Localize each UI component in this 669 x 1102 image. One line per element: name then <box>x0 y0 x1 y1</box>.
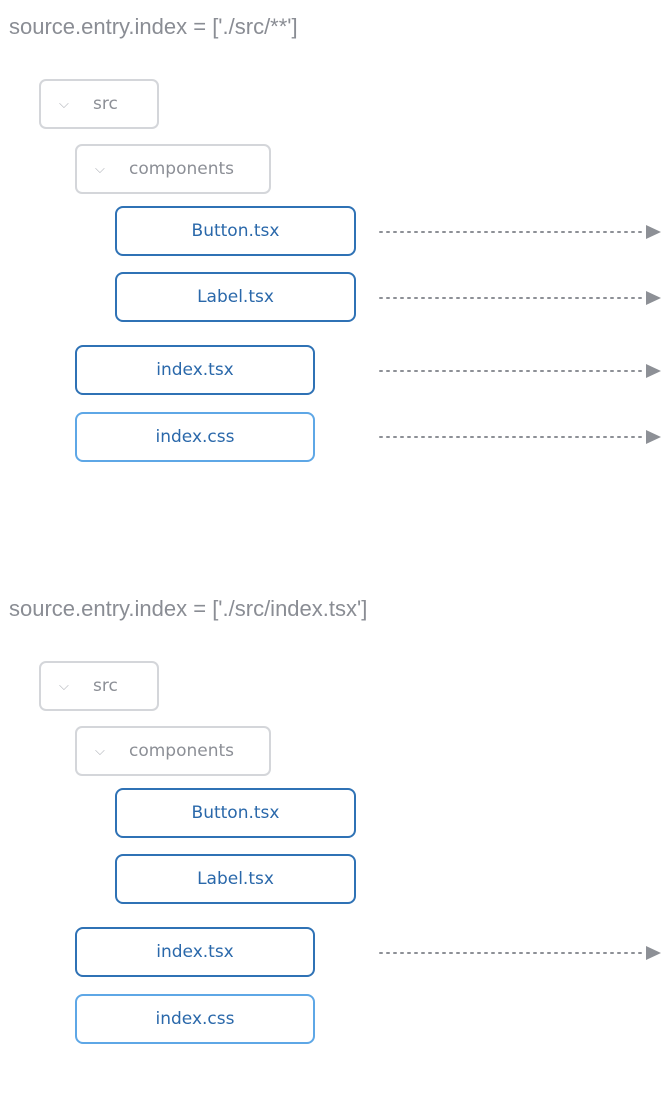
folder-components[interactable]: ⌵ components <box>75 144 271 194</box>
diagram-section-2: source.entry.index = ['./src/index.tsx']… <box>0 582 669 1102</box>
file-label-tsx[interactable]: Label.tsx <box>115 854 356 904</box>
folder-src[interactable]: ⌵ src <box>39 79 159 129</box>
arrow-head-icon <box>646 946 661 960</box>
folder-label: components <box>129 741 235 761</box>
file-index-css[interactable]: index.css <box>75 412 315 462</box>
file-label-tsx[interactable]: Label.tsx <box>115 272 356 322</box>
file-label: index.css <box>155 427 235 447</box>
entry-arrow <box>379 946 661 960</box>
folder-label: components <box>129 159 235 179</box>
chevron-down-icon: ⌵ <box>95 161 105 177</box>
arrow-head-icon <box>646 225 661 239</box>
file-label: Label.tsx <box>197 869 274 889</box>
entry-arrow <box>379 291 661 305</box>
folder-label: src <box>93 676 118 696</box>
chevron-down-icon: ⌵ <box>59 96 69 112</box>
entry-arrow <box>379 364 661 378</box>
file-button-tsx[interactable]: Button.tsx <box>115 206 356 256</box>
file-label: Button.tsx <box>191 803 280 823</box>
folder-src[interactable]: ⌵ src <box>39 661 159 711</box>
arrow-head-icon <box>646 364 661 378</box>
file-label: index.tsx <box>156 360 234 380</box>
entry-arrow <box>379 225 661 239</box>
arrow-head-icon <box>646 430 661 444</box>
chevron-down-icon: ⌵ <box>59 678 69 694</box>
file-index-tsx[interactable]: index.tsx <box>75 927 315 977</box>
file-label: Button.tsx <box>191 221 280 241</box>
file-button-tsx[interactable]: Button.tsx <box>115 788 356 838</box>
diagram-title: source.entry.index = ['./src/**'] <box>9 14 298 39</box>
folder-label: src <box>93 94 118 114</box>
file-index-css[interactable]: index.css <box>75 994 315 1044</box>
folder-components[interactable]: ⌵ components <box>75 726 271 776</box>
diagram-title: source.entry.index = ['./src/index.tsx'] <box>9 596 368 621</box>
file-label: index.css <box>155 1009 235 1029</box>
file-label: index.tsx <box>156 942 234 962</box>
chevron-down-icon: ⌵ <box>95 743 105 759</box>
diagram-section-1: source.entry.index = ['./src/**'] ⌵ src … <box>0 0 669 520</box>
file-label: Label.tsx <box>197 287 274 307</box>
arrow-head-icon <box>646 291 661 305</box>
file-index-tsx[interactable]: index.tsx <box>75 345 315 395</box>
entry-arrow <box>379 430 661 444</box>
